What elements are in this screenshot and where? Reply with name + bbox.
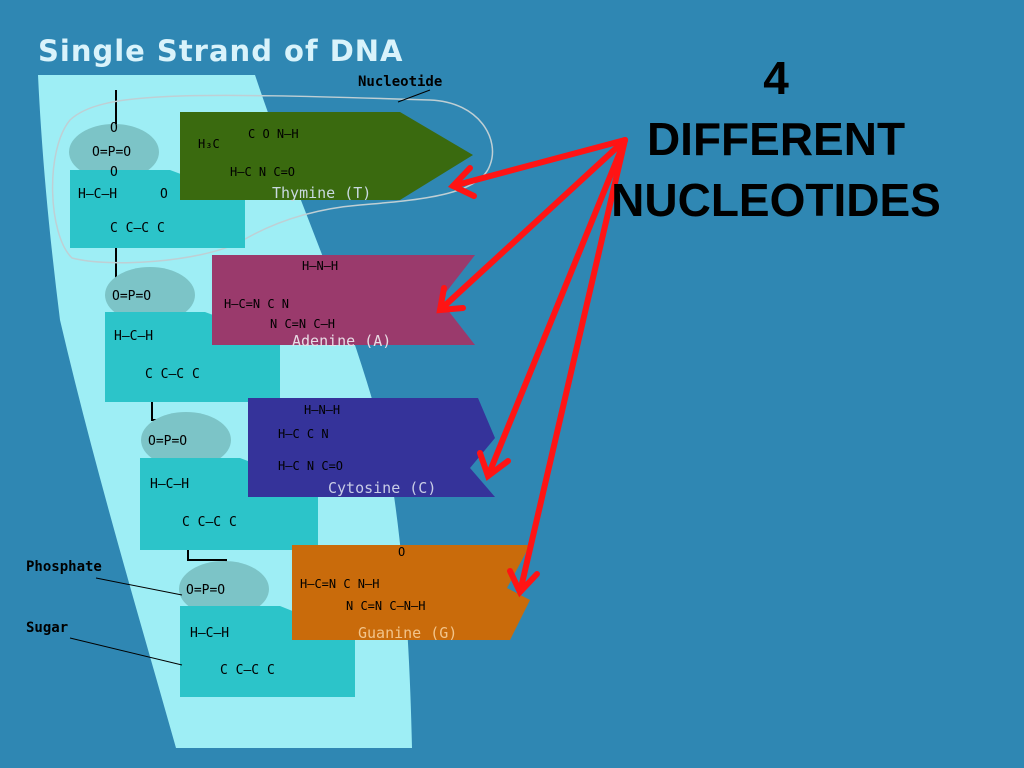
red-arrows bbox=[436, 137, 628, 598]
phosphate-circle bbox=[105, 267, 195, 323]
heading-line-number: 4 bbox=[763, 52, 789, 104]
phosphate-label: Phosphate bbox=[26, 559, 102, 575]
base-label-guanine: Guanine (G) bbox=[358, 624, 457, 642]
svg-text:H–C=N C N–H: H–C=N C N–H bbox=[300, 577, 379, 591]
slide-title: Single Strand of DNA bbox=[38, 34, 404, 68]
svg-text:O: O bbox=[110, 121, 118, 136]
svg-text:N C=N C–N–H: N C=N C–N–H bbox=[346, 599, 425, 613]
nucleotide-label: Nucleotide bbox=[358, 74, 442, 90]
sugar-label: Sugar bbox=[26, 620, 68, 636]
phosphate-circle bbox=[141, 412, 231, 468]
svg-text:O=P=O: O=P=O bbox=[92, 145, 131, 160]
heading-line-nucleotides: NUCLEOTIDES bbox=[611, 174, 941, 226]
nucleotide-leader-line bbox=[397, 89, 431, 103]
svg-text:O: O bbox=[398, 545, 405, 559]
svg-text:H–N–H: H–N–H bbox=[302, 259, 338, 273]
base-shape bbox=[292, 545, 530, 640]
svg-text:H–C–H: H–C–H bbox=[114, 329, 153, 344]
phosphate-circle bbox=[179, 561, 269, 617]
base-label-adenine: Adenine (A) bbox=[292, 332, 391, 350]
base-shape bbox=[248, 398, 495, 497]
arrow-to-cytosine bbox=[485, 137, 628, 479]
nucleotide-thymine: O=P=O O O H–C–H O C C–C C H₃C C O N–H H–… bbox=[69, 112, 473, 248]
svg-text:O: O bbox=[110, 165, 118, 180]
svg-text:C C–C C: C C–C C bbox=[110, 221, 165, 236]
svg-text:H–C N C=O: H–C N C=O bbox=[278, 459, 343, 473]
svg-text:C C–C C: C C–C C bbox=[220, 663, 275, 678]
heading-line-different: DIFFERENT bbox=[646, 113, 906, 165]
base-shape bbox=[212, 255, 475, 345]
arrow-to-guanine bbox=[517, 137, 628, 595]
svg-text:O=P=O: O=P=O bbox=[186, 583, 225, 598]
sugar-leader-line bbox=[69, 637, 183, 666]
base-label-thymine: Thymine (T) bbox=[272, 184, 371, 202]
main-heading: 4 DIFFERENT NUCLEOTIDES bbox=[560, 48, 992, 231]
svg-text:H–C–H: H–C–H bbox=[150, 477, 189, 492]
base-shape bbox=[180, 112, 473, 200]
svg-text:C C–C C: C C–C C bbox=[145, 367, 200, 382]
svg-text:N C=N C–H: N C=N C–H bbox=[270, 317, 335, 331]
arrow-to-thymine bbox=[450, 137, 628, 189]
phosphate-leader-line bbox=[95, 577, 183, 596]
svg-text:H–C C N: H–C C N bbox=[278, 427, 329, 441]
svg-text:O=P=O: O=P=O bbox=[148, 434, 187, 449]
nucleotide-cytosine: O=P=O H–C–H C C–C C H–N–H H–C C N H–C N … bbox=[140, 398, 495, 550]
svg-text:C C–C C: C C–C C bbox=[182, 515, 237, 530]
base-label-cytosine: Cytosine (C) bbox=[328, 479, 436, 497]
arrow-to-adenine bbox=[437, 137, 628, 313]
arrowhead-thymine bbox=[447, 165, 477, 199]
svg-text:H–C=N C N: H–C=N C N bbox=[224, 297, 289, 311]
svg-text:O=P=O: O=P=O bbox=[112, 289, 151, 304]
svg-text:H–C N C=O: H–C N C=O bbox=[230, 165, 295, 179]
svg-text:H–C–H: H–C–H bbox=[78, 187, 117, 202]
svg-text:H–N–H: H–N–H bbox=[304, 403, 340, 417]
svg-text:H₃C: H₃C bbox=[198, 137, 220, 151]
arrowhead-adenine bbox=[436, 285, 466, 314]
svg-text:H–C–H: H–C–H bbox=[190, 626, 229, 641]
nucleotide-outline bbox=[51, 94, 494, 264]
nucleotide-guanine: O=P=O H–C–H C C–C C O H–C=N C N–H N C=N … bbox=[179, 545, 530, 697]
arrowhead-cytosine bbox=[477, 450, 511, 481]
nucleotide-adenine: O=P=O H–C–H C C–C C H–N–H H–C=N C N N C=… bbox=[105, 255, 475, 402]
svg-text:O: O bbox=[160, 187, 168, 202]
svg-text:C O N–H: C O N–H bbox=[248, 127, 299, 141]
phosphate-circle bbox=[69, 124, 159, 180]
arrowhead-guanine bbox=[507, 568, 540, 598]
